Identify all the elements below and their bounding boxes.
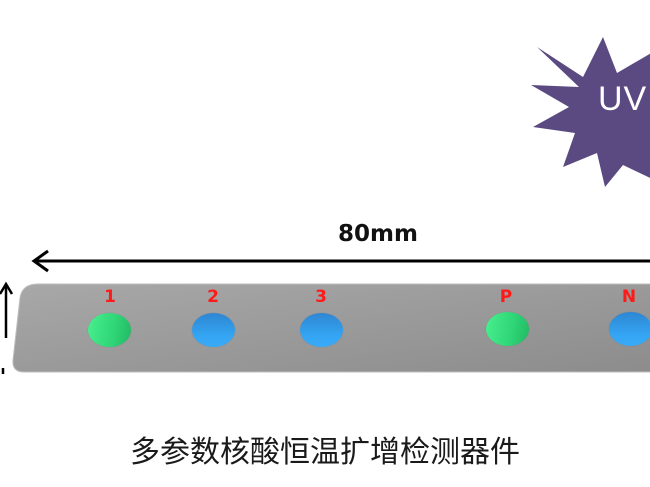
height-dimension-arrow-icon [0,281,14,374]
length-dimension-label: 80mm [338,221,418,247]
well-1 [88,313,131,347]
well-3 [300,313,343,347]
length-dimension-arrow-icon [31,249,650,273]
well-label-1: 1 [104,287,116,307]
uv-label: UV [598,80,648,118]
well-label-n: N [621,287,637,307]
uv-starburst-icon [531,37,650,187]
well-positive-control [486,312,529,346]
well-label-p: P [499,287,513,307]
well-label-2: 2 [207,287,219,307]
diagram-caption: 多参数核酸恒温扩增检测器件 [130,435,520,470]
well-negative-control [609,312,650,346]
well-2 [192,313,235,347]
well-label-3: 3 [315,287,327,307]
